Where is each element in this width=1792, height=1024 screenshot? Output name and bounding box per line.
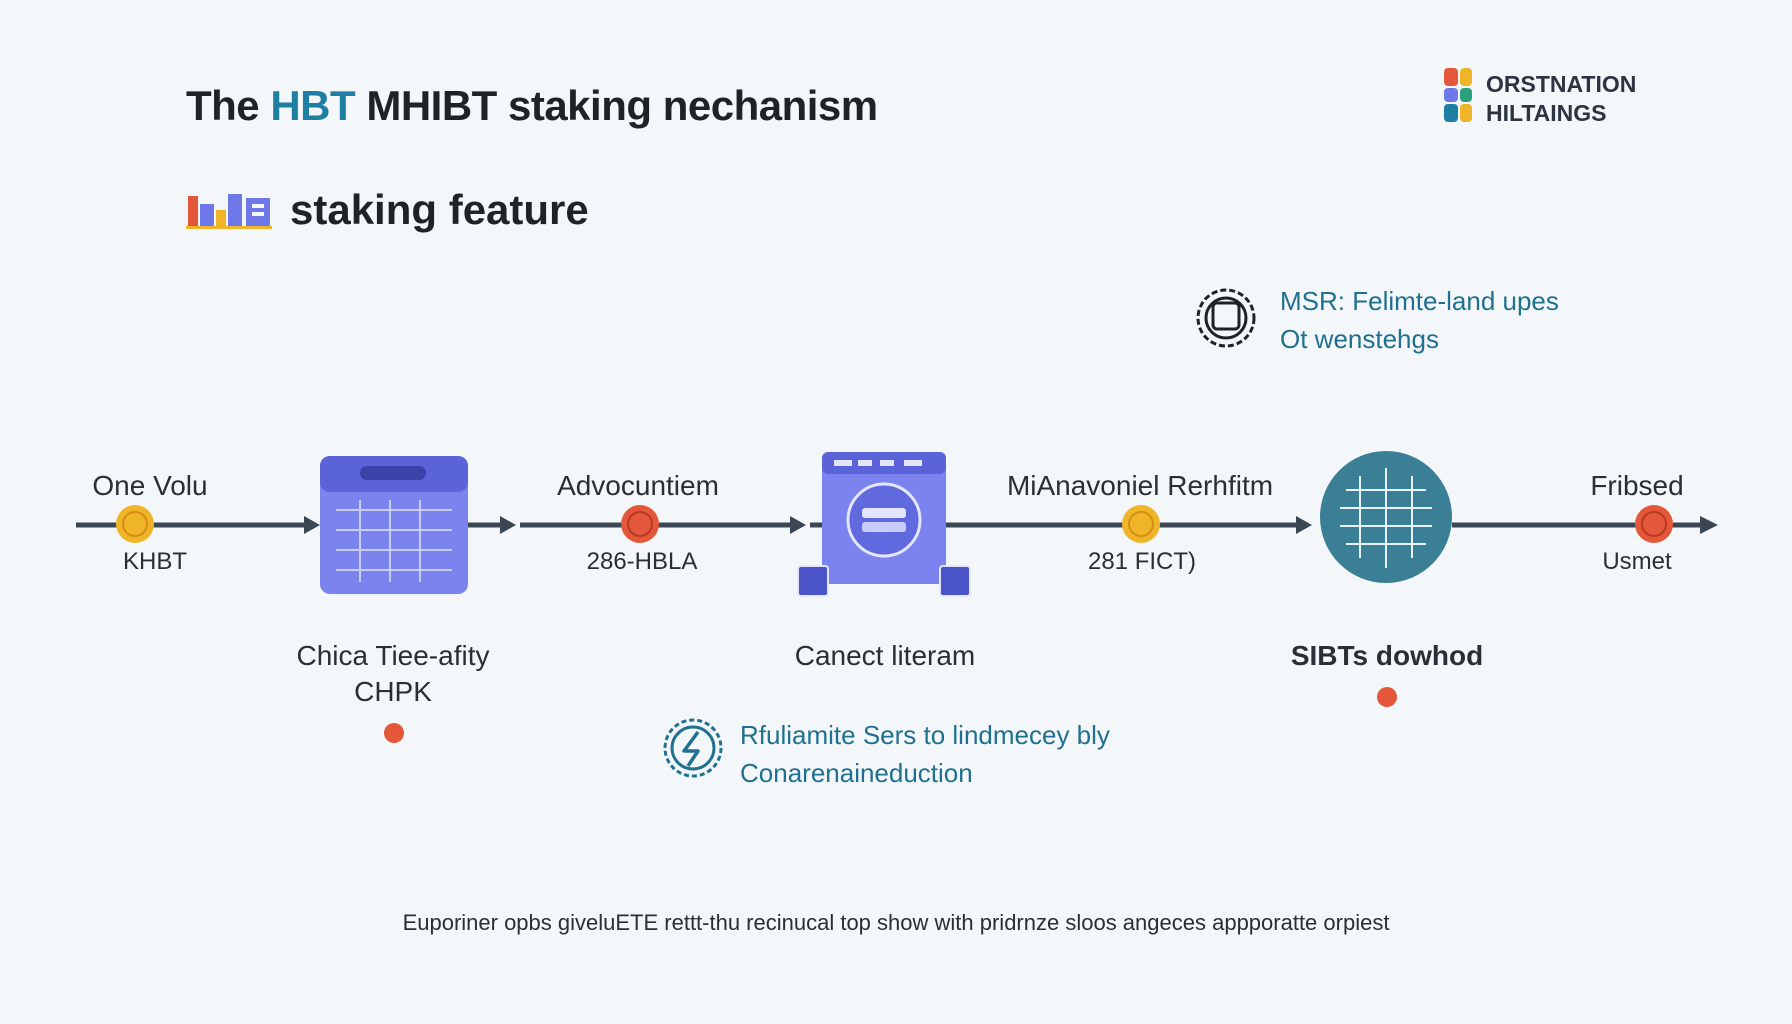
calendar-caption-line-2: CHPK — [354, 676, 432, 707]
coin-icon — [1122, 505, 1160, 543]
calendar-grid-icon — [320, 456, 468, 594]
coin-icon — [621, 505, 659, 543]
calendar-caption-dot — [384, 723, 404, 743]
title-rest: MHIBT staking nechanism — [355, 82, 878, 129]
footer-text: Euporiner opbs giveluETE rettt-thu recin… — [402, 910, 1390, 935]
network-caption: SIBTs dowhod — [1290, 640, 1484, 671]
title-prefix: The — [186, 82, 271, 129]
top-note: MSR: Felimte-land upes Ot wenstehgs — [1280, 282, 1559, 358]
stage-value: 281 FICT) — [1087, 548, 1197, 575]
calendar-caption-line-1: Chica Tiee-afity — [296, 640, 490, 671]
stage-label: Fribsed — [1590, 470, 1684, 501]
stage-value: 286-HBLA — [586, 548, 698, 575]
brand-logo-icon — [1444, 68, 1472, 122]
brand-line-2: HILTAINGS — [1486, 100, 1607, 126]
network-caption-dot — [1377, 687, 1397, 707]
brand-name: ORSTNATION HILTAINGS — [1486, 70, 1636, 128]
bottom-note: Rfuliamite Sers to lindmecey bly Conaren… — [740, 716, 1110, 792]
calendar-caption: Chica Tiee-afity CHPK — [297, 638, 490, 710]
stage-value: KHBT — [122, 548, 188, 575]
stage-label: One Volu — [92, 470, 208, 501]
lightning-gear-icon — [663, 718, 723, 778]
brand-line-1: ORSTNATION — [1486, 71, 1637, 97]
stage-value: Usmet — [1602, 548, 1672, 575]
top-note-line-2: Ot wenstehgs — [1280, 324, 1439, 354]
top-note-line-1: MSR: Felimte-land upes — [1280, 286, 1559, 316]
section-subtitle: staking feature — [290, 186, 589, 233]
page-title: The HBT MHIBT staking nechanism — [186, 82, 878, 130]
stage-label: Advocuntiem — [557, 470, 719, 501]
stage-label: MiAnavoniel Rerhfitm — [1006, 470, 1274, 501]
contract-caption: Canect literam — [794, 640, 976, 671]
browser-contract-icon — [797, 452, 971, 597]
badge-outline-icon — [1196, 288, 1256, 348]
network-globe-icon — [1320, 451, 1452, 583]
coin-icon — [1635, 505, 1673, 543]
bottom-note-line-2: Conarenaineduction — [740, 758, 973, 788]
coin-icon — [116, 505, 154, 543]
title-accent: HBT — [270, 82, 356, 129]
bottom-note-line-1: Rfuliamite Sers to lindmecey bly — [740, 720, 1110, 750]
bar-chart-logo-icon — [186, 194, 272, 229]
